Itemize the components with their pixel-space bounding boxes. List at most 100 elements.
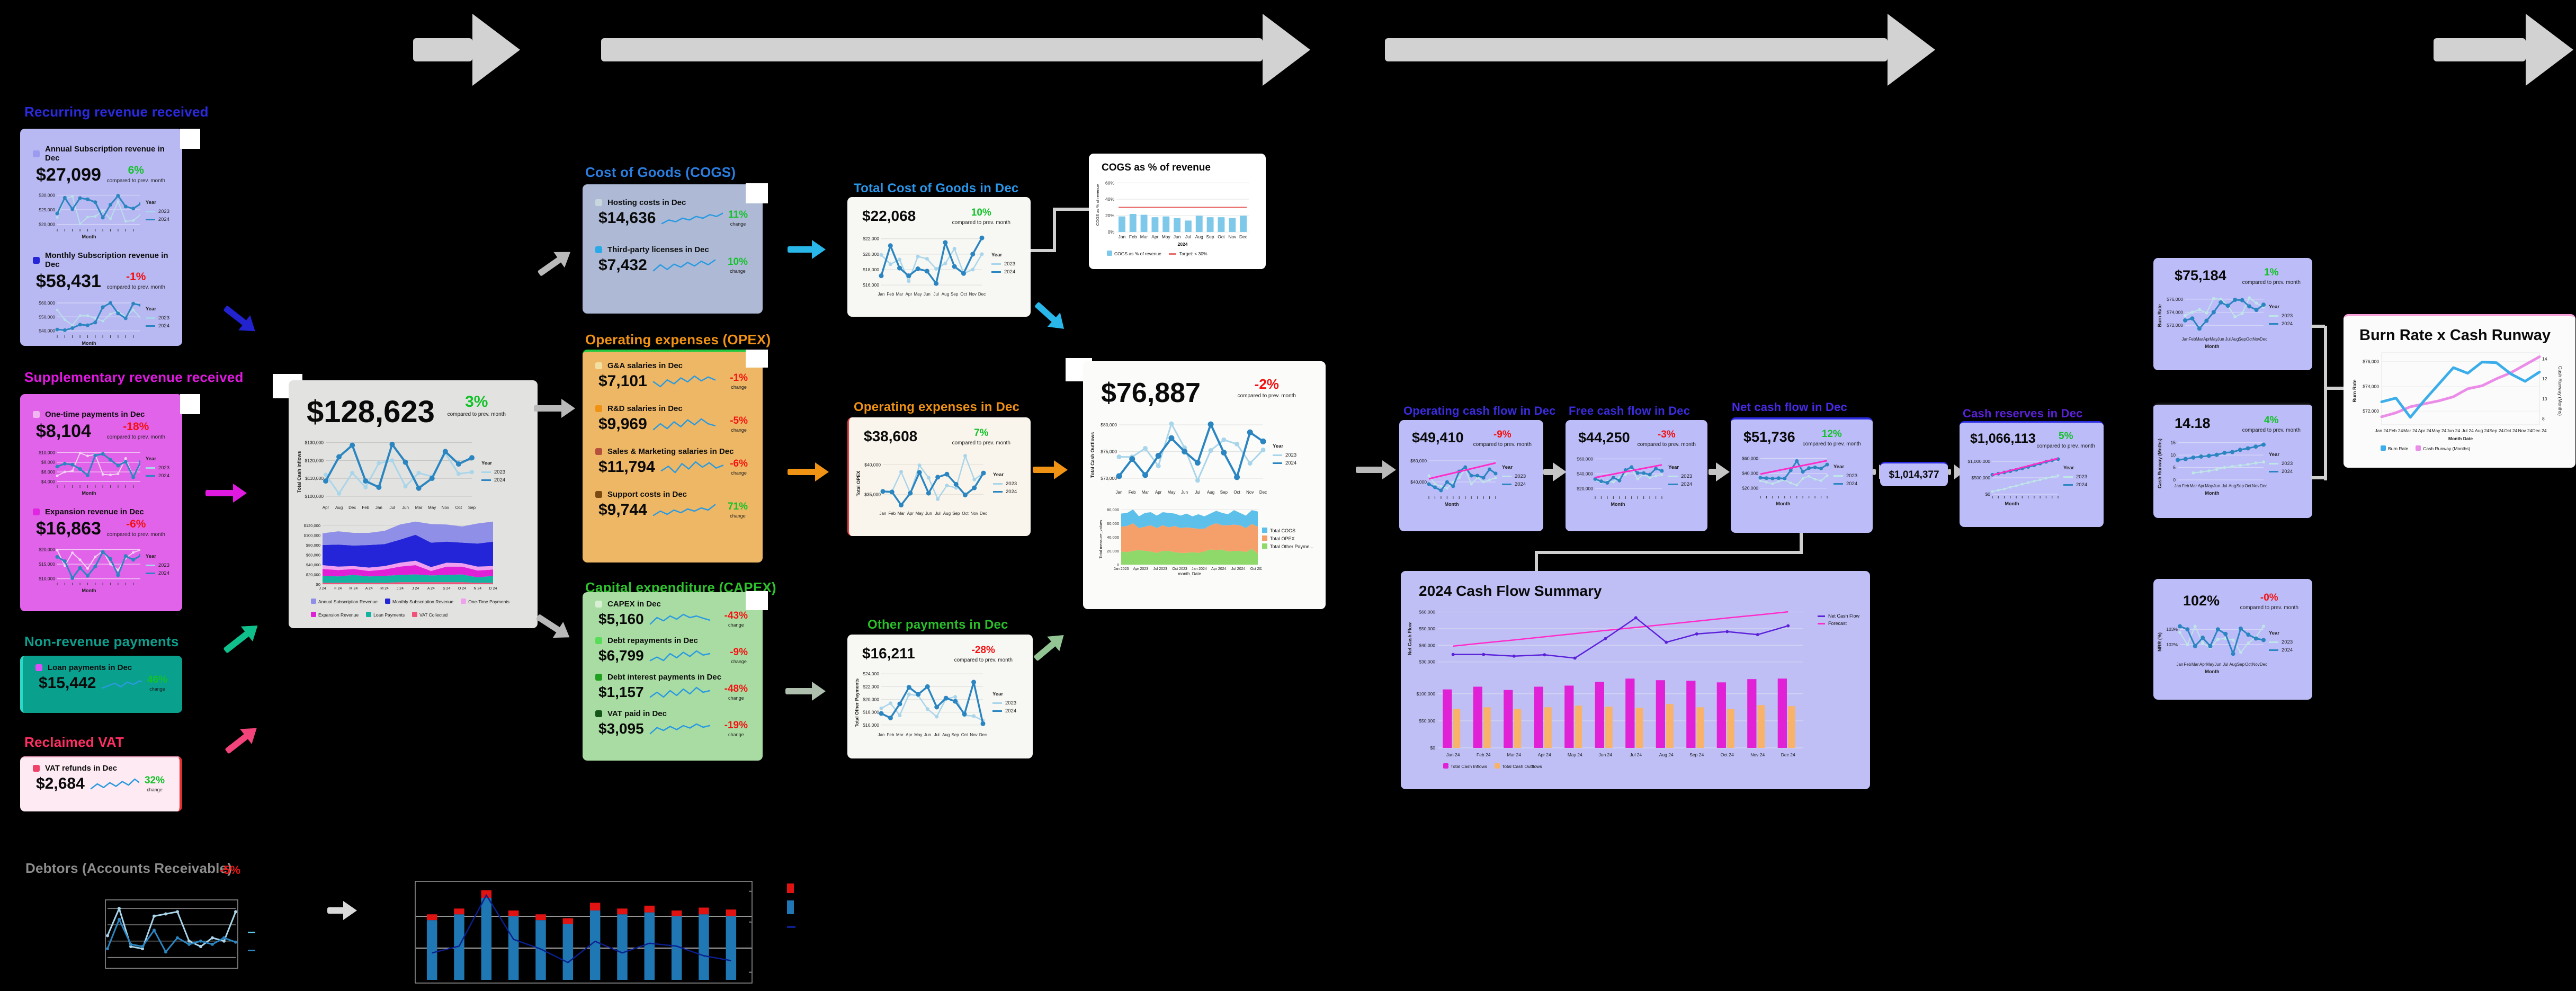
- svg-text:Apr: Apr: [323, 505, 329, 510]
- svg-text:Sep: Sep: [1220, 490, 1228, 495]
- reserves-chart: $1,000,000$500,000$0: [1967, 457, 2060, 498]
- inflows-stacked-chart: $120,000$100,000$80,000$60,000$40,000$20…: [304, 521, 497, 591]
- svg-text:$20,000: $20,000: [39, 222, 55, 227]
- svg-text:Nov 24: Nov 24: [1750, 752, 1765, 757]
- svg-text:Mar: Mar: [1140, 234, 1148, 239]
- summary-line-legend: Net Cash Flow Forecast: [1817, 613, 1859, 628]
- svg-text:Jun: Jun: [1174, 234, 1181, 239]
- svg-text:$0: $0: [316, 582, 320, 587]
- svg-text:Oct: Oct: [961, 733, 968, 737]
- svg-text:Oct 2023: Oct 2023: [1172, 567, 1187, 571]
- flow-arrow: [788, 239, 826, 260]
- non-revenue-payments-card[interactable]: Loan payments in Dec $15,442 46%change: [20, 656, 182, 713]
- svg-text:May: May: [1167, 490, 1175, 495]
- card-handle: [180, 394, 200, 414]
- total-cash-inflows-card[interactable]: $128,623 3%compared to prev. month $130,…: [289, 380, 538, 628]
- svg-text:Mar 24: Mar 24: [2403, 428, 2418, 433]
- svg-text:Feb 24: Feb 24: [2389, 428, 2403, 433]
- svg-text:$8,000: $8,000: [41, 460, 55, 465]
- svg-text:Burn Rate: Burn Rate: [2352, 379, 2357, 402]
- svg-text:Jul: Jul: [935, 511, 941, 516]
- metric-capex: CAPEX in Dec $5,160 -43%change: [583, 600, 763, 628]
- svg-text:$74,000: $74,000: [2363, 383, 2379, 389]
- svg-text:Feb: Feb: [2182, 484, 2189, 488]
- svg-text:0: 0: [2173, 477, 2176, 483]
- svg-text:Jan: Jan: [2182, 337, 2189, 342]
- svg-text:May: May: [2206, 662, 2214, 667]
- svg-text:$16,000: $16,000: [863, 722, 879, 728]
- capex-card[interactable]: CAPEX in Dec $5,160 -43%change Debt repa…: [583, 591, 768, 761]
- svg-text:Apr: Apr: [2203, 337, 2210, 342]
- svg-text:Aug: Aug: [942, 733, 950, 737]
- svg-text:Cash Runway (Mnths): Cash Runway (Mnths): [2157, 439, 2162, 488]
- svg-text:$40,000: $40,000: [1410, 479, 1427, 485]
- summary-chart: $60,000$50,000$40,000$30,000$100,000$50,…: [1407, 609, 1803, 757]
- svg-text:Jul: Jul: [1185, 234, 1191, 239]
- svg-text:$6,000: $6,000: [41, 469, 55, 475]
- cash-reserve-mini-card[interactable]: $1,014,377: [1880, 462, 1948, 486]
- card-handle: [746, 591, 768, 610]
- total-cash-outflows-card[interactable]: $76,887 -2%compared to prev. month $80,0…: [1083, 361, 1326, 609]
- opex-card[interactable]: G&A salaries in Dec $7,101 -1%change R&D…: [583, 350, 768, 563]
- recurring-revenue-card[interactable]: Annual Subscription revenue in Dec $27,0…: [20, 129, 200, 346]
- cash-reserves-card[interactable]: $1,066,113 5%compared to prev. month $1,…: [1960, 421, 2104, 527]
- svg-text:Nov: Nov: [969, 292, 977, 297]
- cash-flow-summary-card[interactable]: 2024 Cash Flow Summary $60,000$50,000$40…: [1401, 571, 1870, 789]
- total-cogs-card[interactable]: $22,068 10%compared to prev. month $22,0…: [847, 197, 1031, 317]
- cogs-card[interactable]: Hosting costs in Dec $14,636 11%change T…: [583, 183, 768, 314]
- svg-text:Mar 24: Mar 24: [1507, 752, 1522, 757]
- connector: [1031, 249, 1056, 252]
- section-title-cogs: Cost of Goods (COGS): [585, 164, 736, 180]
- burn-rate-card[interactable]: $75,184 1%compared to prev. month $76,00…: [2153, 258, 2312, 370]
- chart-legend: Year 2023 2024: [145, 200, 169, 222]
- net-cash-flow-card[interactable]: $51,736 12%compared to prev. month $60,0…: [1731, 417, 1873, 533]
- svg-text:0%: 0%: [1108, 229, 1115, 235]
- svg-text:Jul: Jul: [2225, 337, 2231, 342]
- svg-text:12: 12: [2542, 376, 2547, 381]
- svg-text:Apr 24: Apr 24: [2418, 428, 2431, 433]
- svg-text:$24,000: $24,000: [863, 671, 879, 676]
- free-cash-flow-card[interactable]: $44,250 -3%compared to prev. month $60,0…: [1566, 420, 1707, 531]
- svg-text:Aug 24: Aug 24: [2475, 428, 2489, 433]
- total-opex-card[interactable]: $38,608 7%compared to prev. month $40,00…: [847, 417, 1031, 536]
- svg-text:$120,000: $120,000: [304, 523, 320, 528]
- svg-text:Nov: Nov: [2252, 337, 2260, 342]
- svg-text:May: May: [914, 733, 922, 737]
- connector: [2311, 325, 2325, 328]
- nrr-card[interactable]: 102% -0%compared to prev. month 103%102%…: [2153, 579, 2312, 700]
- svg-text:Mar: Mar: [896, 292, 904, 297]
- svg-text:May: May: [914, 292, 922, 297]
- flow-stage-arrow-3: [1385, 14, 1935, 86]
- svg-text:$76,000: $76,000: [2363, 359, 2379, 364]
- total-other-card[interactable]: $16,211 -28%compared to prev. month $24,…: [847, 635, 1033, 758]
- supplementary-revenue-card[interactable]: One-time payments in Dec $8,104 -18%comp…: [20, 394, 200, 611]
- reclaimed-vat-card[interactable]: VAT refunds in Dec $2,684 32%change: [20, 756, 182, 811]
- svg-text:Dec: Dec: [348, 505, 356, 510]
- burn-runway-card[interactable]: Burn Rate x Cash Runway $76,000$74,000$7…: [2344, 314, 2575, 468]
- metric-loan-payments: Loan payments in Dec $15,442 46%change: [23, 663, 182, 692]
- metric-sm-salaries: Sales & Marketing salaries in Dec $11,79…: [583, 447, 763, 476]
- operating-cash-flow-card[interactable]: $49,410 -9%compared to prev. month $60,0…: [1399, 420, 1543, 531]
- svg-text:Burn Rate: Burn Rate: [2157, 304, 2162, 327]
- svg-text:$50,000: $50,000: [1419, 718, 1435, 724]
- svg-text:Nov: Nov: [442, 505, 449, 510]
- svg-text:Feb: Feb: [887, 733, 895, 737]
- svg-text:Nov: Nov: [2252, 662, 2260, 667]
- svg-text:Oct: Oct: [962, 511, 969, 516]
- svg-text:$76,000: $76,000: [2167, 297, 2183, 302]
- svg-text:Aug: Aug: [942, 292, 949, 297]
- svg-text:A 24: A 24: [427, 587, 435, 591]
- svg-text:Total measure_values: Total measure_values: [1098, 520, 1103, 558]
- flow-arrow: [219, 618, 264, 659]
- svg-text:103%: 103%: [2166, 627, 2178, 632]
- svg-text:$500,000: $500,000: [1972, 475, 1991, 480]
